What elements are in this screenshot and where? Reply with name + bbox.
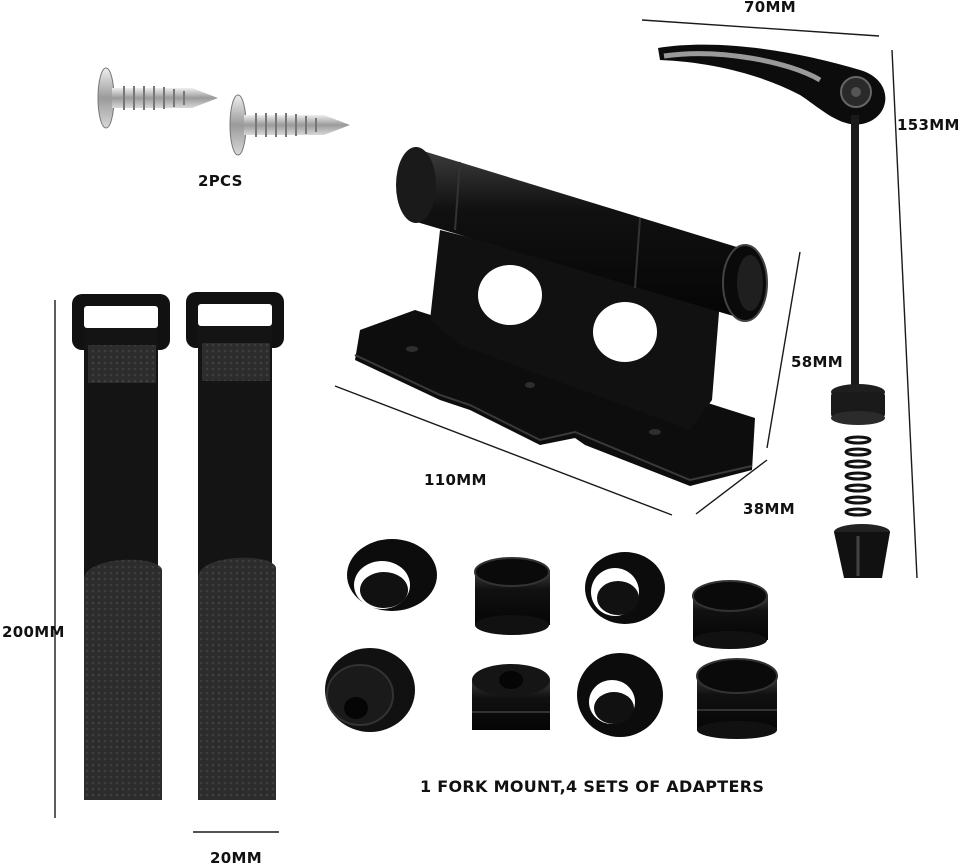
adapter-icon bbox=[472, 664, 550, 730]
mount-depth-label: 38MM bbox=[743, 500, 795, 518]
adapter-icon bbox=[577, 653, 663, 737]
adapter-icon bbox=[692, 580, 768, 649]
mount-height-label: 58MM bbox=[791, 353, 843, 371]
kit-caption: 1 FORK MOUNT,4 SETS OF ADAPTERS bbox=[420, 777, 765, 796]
skewer-height-label: 153MM bbox=[897, 116, 958, 134]
velcro-strap-icon bbox=[186, 292, 284, 800]
quick-release-skewer-icon bbox=[658, 44, 890, 578]
strap-width-label: 20MM bbox=[210, 849, 262, 867]
velcro-strap-icon bbox=[72, 294, 170, 800]
screw-icon bbox=[229, 94, 350, 156]
adapter-icon bbox=[474, 557, 550, 635]
adapter-icon bbox=[325, 648, 415, 732]
adapter-icon bbox=[696, 658, 778, 739]
skewer-width-label: 70MM bbox=[744, 0, 796, 16]
fork-mount-icon bbox=[354, 147, 768, 486]
screw-icon bbox=[97, 67, 218, 129]
mount-length-label: 110MM bbox=[424, 471, 487, 489]
strap-length-label: 200MM bbox=[2, 623, 65, 641]
dimension-lines bbox=[54, 19, 918, 833]
screws-quantity-label: 2PCS bbox=[198, 172, 243, 190]
adapter-icon bbox=[585, 552, 665, 624]
adapter-icon bbox=[347, 539, 437, 611]
